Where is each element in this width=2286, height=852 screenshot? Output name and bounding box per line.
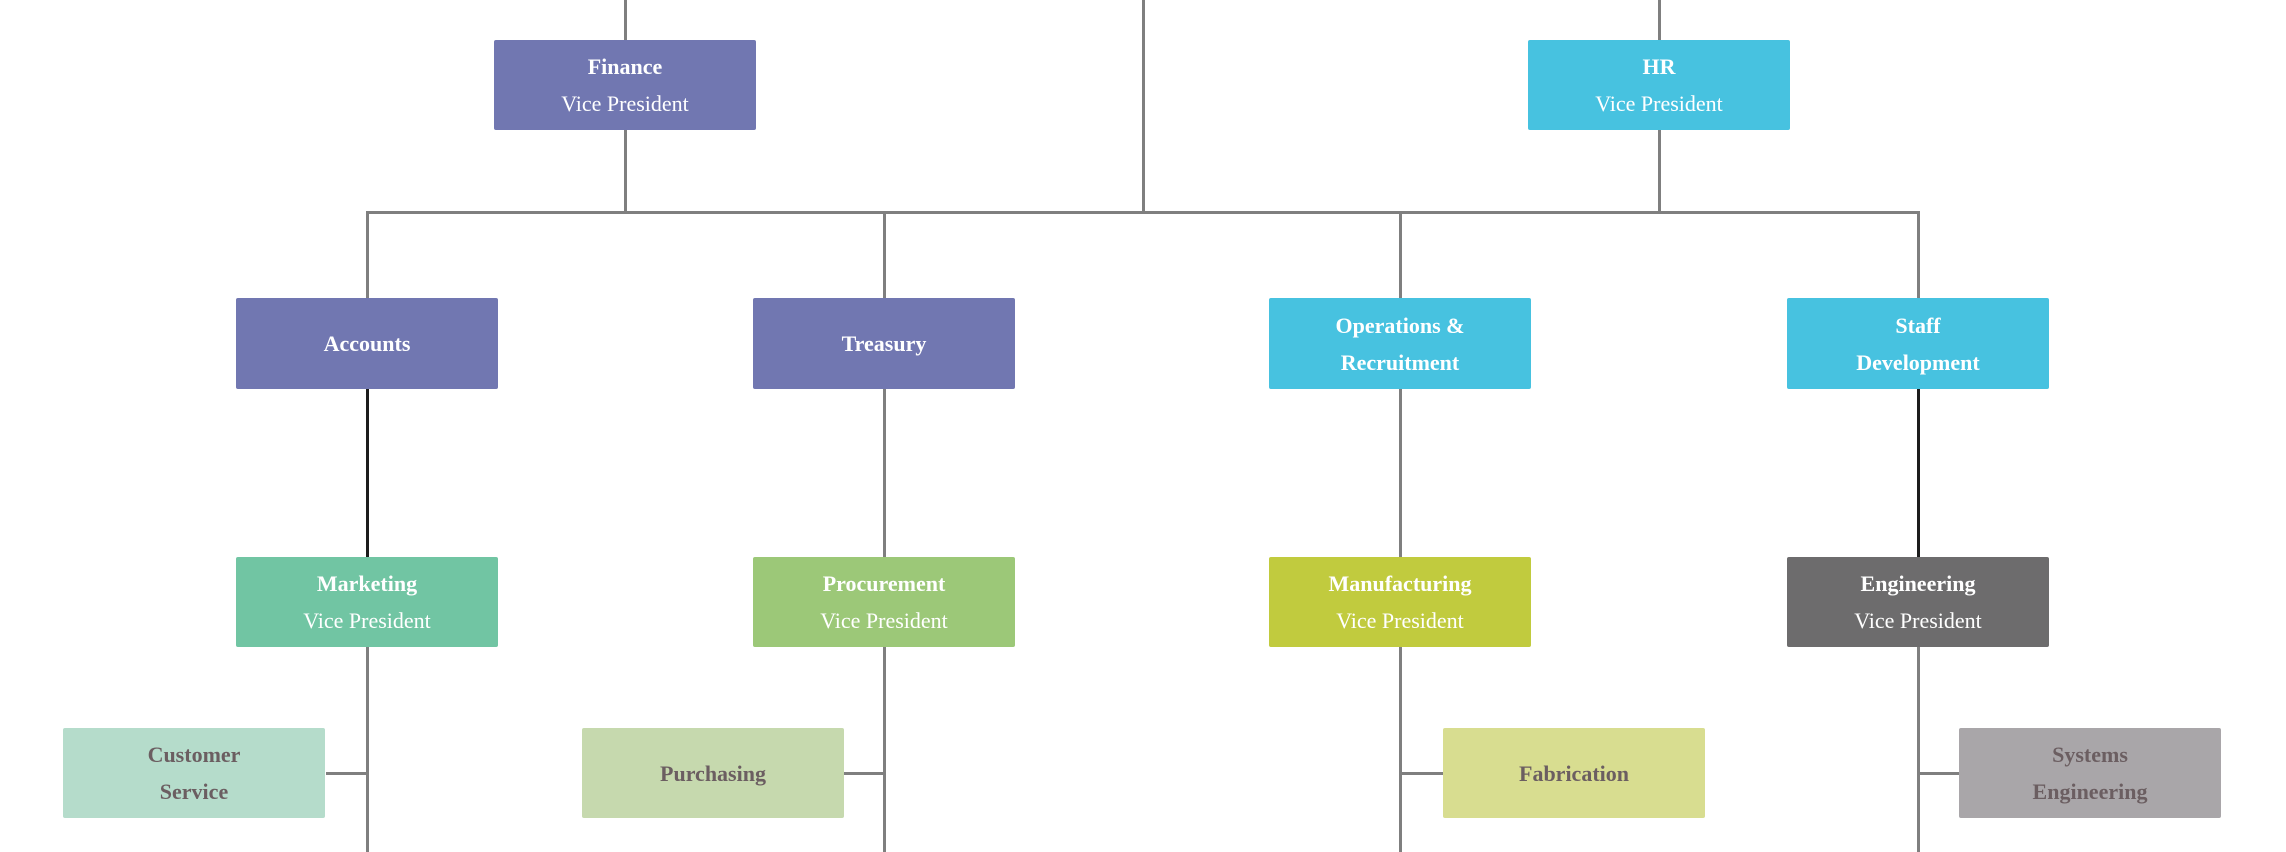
node-title: Finance [587,54,663,79]
org-node-purchasing[interactable]: Purchasing [582,728,844,818]
node-subtitle: Vice President [1336,608,1464,633]
connector-treasury-drop [883,213,886,298]
connector-customer-service-stub [326,772,368,775]
node-title: Recruitment [1340,349,1460,375]
node-title: Fabrication [1519,760,1629,786]
org-node-manufacturing[interactable]: Manufacturing Vice President [1269,557,1531,647]
org-node-hr[interactable]: HR Vice President [1528,40,1790,130]
connector-finance-top [624,0,627,40]
connector-root-stem [1142,0,1145,213]
node-title: Manufacturing [1328,571,1472,596]
org-node-systems-engineering[interactable]: Systems Engineering [1959,728,2221,818]
node-subtitle: Vice President [303,608,431,633]
node-title: Marketing [316,571,418,596]
org-node-operations-recruitment[interactable]: Operations & Recruitment [1269,298,1531,389]
org-node-fabrication[interactable]: Fabrication [1443,728,1705,818]
connector-fabrication-stub [1400,772,1443,775]
node-subtitle: Vice President [561,91,689,116]
node-title: Systems [2052,742,2128,767]
connector-procurement-down [883,647,886,852]
org-node-finance[interactable]: Finance Vice President [494,40,756,130]
connector-finance-bottom [624,130,627,213]
connector-staffdev-engineering [1917,389,1920,557]
connector-treasury-procurement [883,389,886,557]
node-title: Purchasing [660,760,766,786]
connector-manufacturing-down [1399,647,1402,852]
node-title: Treasury [841,331,927,356]
node-title: Development [1856,349,1980,375]
org-node-treasury[interactable]: Treasury [753,298,1015,389]
node-title: Procurement [822,571,946,596]
connector-operations-manufacturing [1399,389,1402,557]
node-title: Engineering [1860,571,1976,596]
node-subtitle: Vice President [1854,608,1982,633]
connector-marketing-down [366,647,369,852]
connector-systems-engineering-stub [1918,772,1959,775]
node-subtitle: Vice President [820,608,948,633]
node-title: Engineering [2032,779,2148,804]
connector-operations-drop [1399,213,1402,298]
node-title: Service [159,779,229,804]
node-title: Accounts [323,331,411,356]
node-title: Operations & [1335,312,1465,338]
org-node-marketing[interactable]: Marketing Vice President [236,557,498,647]
org-node-engineering[interactable]: Engineering Vice President [1787,557,2049,647]
connector-purchasing-stub [844,772,885,775]
connector-accounts-drop [366,213,369,298]
connector-tier2-rail [366,211,1920,214]
org-node-customer-service[interactable]: Customer Service [63,728,325,818]
org-node-procurement[interactable]: Procurement Vice President [753,557,1015,647]
connector-staffdev-drop [1917,213,1920,298]
org-node-staff-development[interactable]: Staff Development [1787,298,2049,389]
connector-engineering-down [1917,647,1920,852]
node-subtitle: Vice President [1595,91,1723,116]
org-node-accounts[interactable]: Accounts [236,298,498,389]
connector-hr-bottom [1658,130,1661,213]
connector-hr-top [1658,0,1661,40]
node-title: Staff [1895,312,1941,338]
node-title: Customer [147,742,241,767]
node-title: HR [1642,54,1676,79]
connector-accounts-marketing [366,389,369,557]
